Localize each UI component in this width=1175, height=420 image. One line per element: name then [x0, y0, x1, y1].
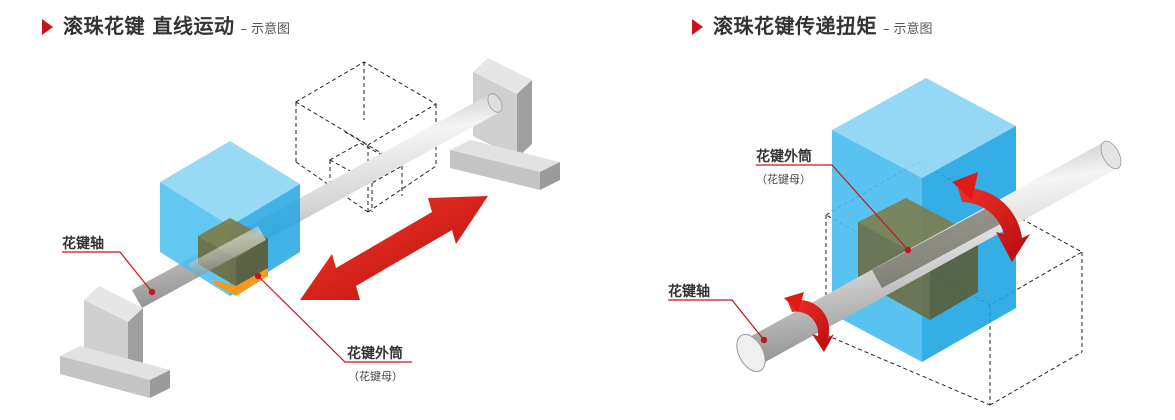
right-leader-lines	[668, 164, 909, 341]
left-diagram	[60, 58, 560, 398]
title-marker-icon	[692, 19, 703, 35]
right-shaft-label: 花键轴	[668, 284, 710, 300]
right-nut-label: 花键外筒	[756, 149, 812, 165]
right-title-separator: –	[883, 22, 890, 37]
right-diagram-title: 滚珠花键传递扭矩 – 示意图	[692, 10, 933, 39]
right-title-sub: 示意图	[893, 22, 933, 37]
left-shaft-label: 花键轴	[62, 236, 104, 252]
left-title-separator: –	[240, 22, 247, 37]
right-torque-arrow-small	[784, 292, 834, 352]
title-marker-icon	[42, 19, 53, 35]
right-shaft-pointer-dot	[760, 336, 768, 344]
right-nut-pointer-dot	[904, 246, 912, 254]
left-title-sub: 示意图	[250, 22, 290, 37]
right-diagram	[668, 78, 1122, 406]
left-nut-pointer-dot	[254, 272, 262, 280]
left-near-support	[60, 286, 170, 398]
left-leader-lines	[62, 251, 412, 363]
left-title-main: 滚珠花键 直线运动	[63, 14, 235, 38]
left-shaft-pointer-dot	[148, 288, 156, 296]
right-nut-sublabel: （花键母）	[756, 173, 811, 186]
left-nut-label: 花键外筒	[347, 346, 403, 362]
left-far-support	[450, 58, 560, 190]
left-nut-sublabel: （花键母）	[348, 370, 403, 383]
left-diagram-title: 滚珠花键 直线运动 – 示意图	[42, 10, 290, 39]
left-linear-motion-arrow	[300, 196, 488, 300]
right-title-main: 滚珠花键传递扭矩	[713, 14, 877, 38]
left-ghost-block	[295, 61, 437, 213]
right-torque-arrow-large	[952, 172, 1030, 262]
